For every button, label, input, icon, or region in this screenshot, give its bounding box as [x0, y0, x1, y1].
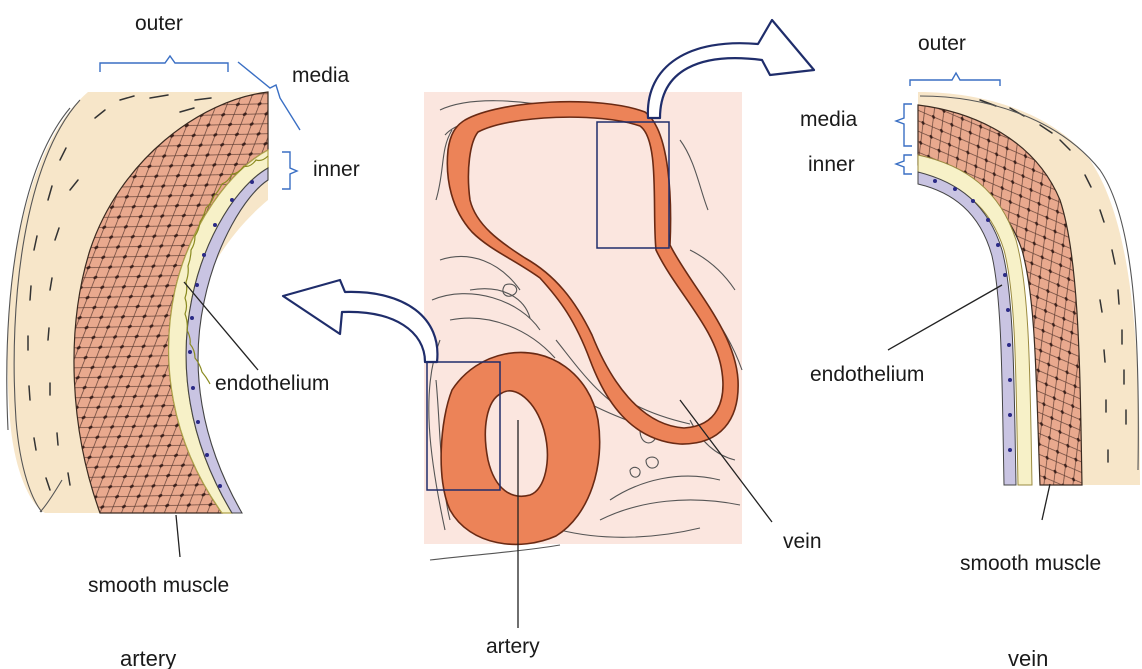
vein-endothelium-leader	[888, 285, 1002, 350]
artery-outer-label: outer	[135, 12, 183, 35]
artery-wall-detail	[7, 92, 268, 513]
artery-caption: artery	[120, 646, 176, 669]
center-vein-label: vein	[783, 530, 822, 553]
artery-smooth-muscle-label: smooth muscle	[88, 574, 229, 597]
cross-section-panel	[283, 20, 814, 628]
artery-endothelium-label: endothelium	[215, 372, 329, 395]
vein-wall-detail	[918, 92, 1140, 485]
vein-inner-bracket	[896, 155, 912, 174]
vein-media-bracket	[896, 104, 912, 146]
vein-inner-label: inner	[808, 153, 855, 176]
artery-inner-bracket	[282, 152, 297, 189]
center-artery-label: artery	[486, 635, 540, 658]
artery-inner-label: inner	[313, 158, 360, 181]
vein-outer-bracket	[910, 73, 1000, 86]
vein-media-label: media	[800, 108, 858, 131]
vein-caption: vein	[1008, 646, 1048, 669]
artery-media-label: media	[292, 64, 350, 87]
vein-smooth-muscle-leader	[1042, 484, 1050, 520]
vein-outer-label: outer	[918, 32, 966, 55]
arrow-to-artery-detail	[283, 280, 437, 362]
artery-outer-bracket	[100, 56, 228, 72]
artery-smooth-muscle-leader	[176, 515, 180, 557]
vein-smooth-muscle-label: smooth muscle	[960, 552, 1101, 575]
vein-endothelium-label: endothelium	[810, 363, 924, 386]
